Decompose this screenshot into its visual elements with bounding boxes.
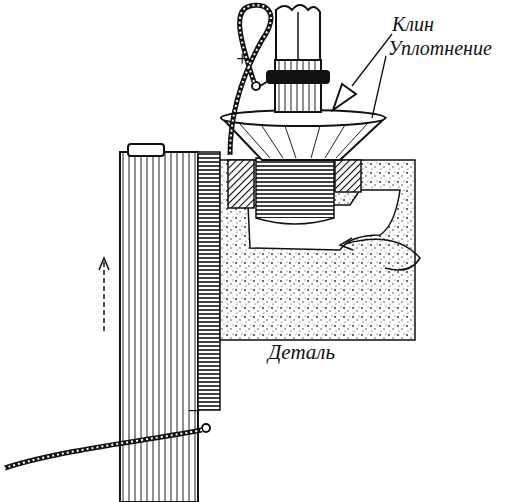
funnel-lines [240, 123, 368, 158]
cathode-body [256, 158, 334, 218]
part-label: Клин [392, 14, 434, 34]
polarity-sign: + [236, 48, 248, 70]
wedge [333, 84, 356, 110]
part-label: Уплотнение [388, 38, 492, 58]
leader-line [372, 56, 386, 118]
seal-ring-left [228, 160, 254, 208]
motion-arrow [103, 262, 105, 332]
plank-edge [197, 410, 199, 502]
flow-arrow [345, 239, 420, 270]
leader-line [352, 34, 392, 86]
wire-braid [230, 5, 271, 155]
minus-wire [5, 430, 202, 468]
insulator-collar [266, 70, 330, 84]
cathode-end [256, 218, 334, 224]
wire-braid [5, 430, 202, 468]
plus-terminal [252, 82, 260, 90]
plank-cap [128, 144, 164, 156]
rod [275, 60, 321, 112]
rod-line [297, 12, 299, 60]
rod-top [276, 5, 320, 60]
terminal-lug [260, 80, 270, 86]
arrow-head [340, 238, 353, 250]
anode-pad [198, 152, 220, 410]
part-label: Деталь [268, 342, 335, 363]
polarity-sign: − [188, 400, 200, 422]
arrow-head [99, 258, 109, 270]
seal-ring-right [335, 160, 361, 192]
plus-wire [230, 5, 271, 155]
holder-plank [120, 152, 198, 502]
minus-terminal [202, 424, 210, 432]
